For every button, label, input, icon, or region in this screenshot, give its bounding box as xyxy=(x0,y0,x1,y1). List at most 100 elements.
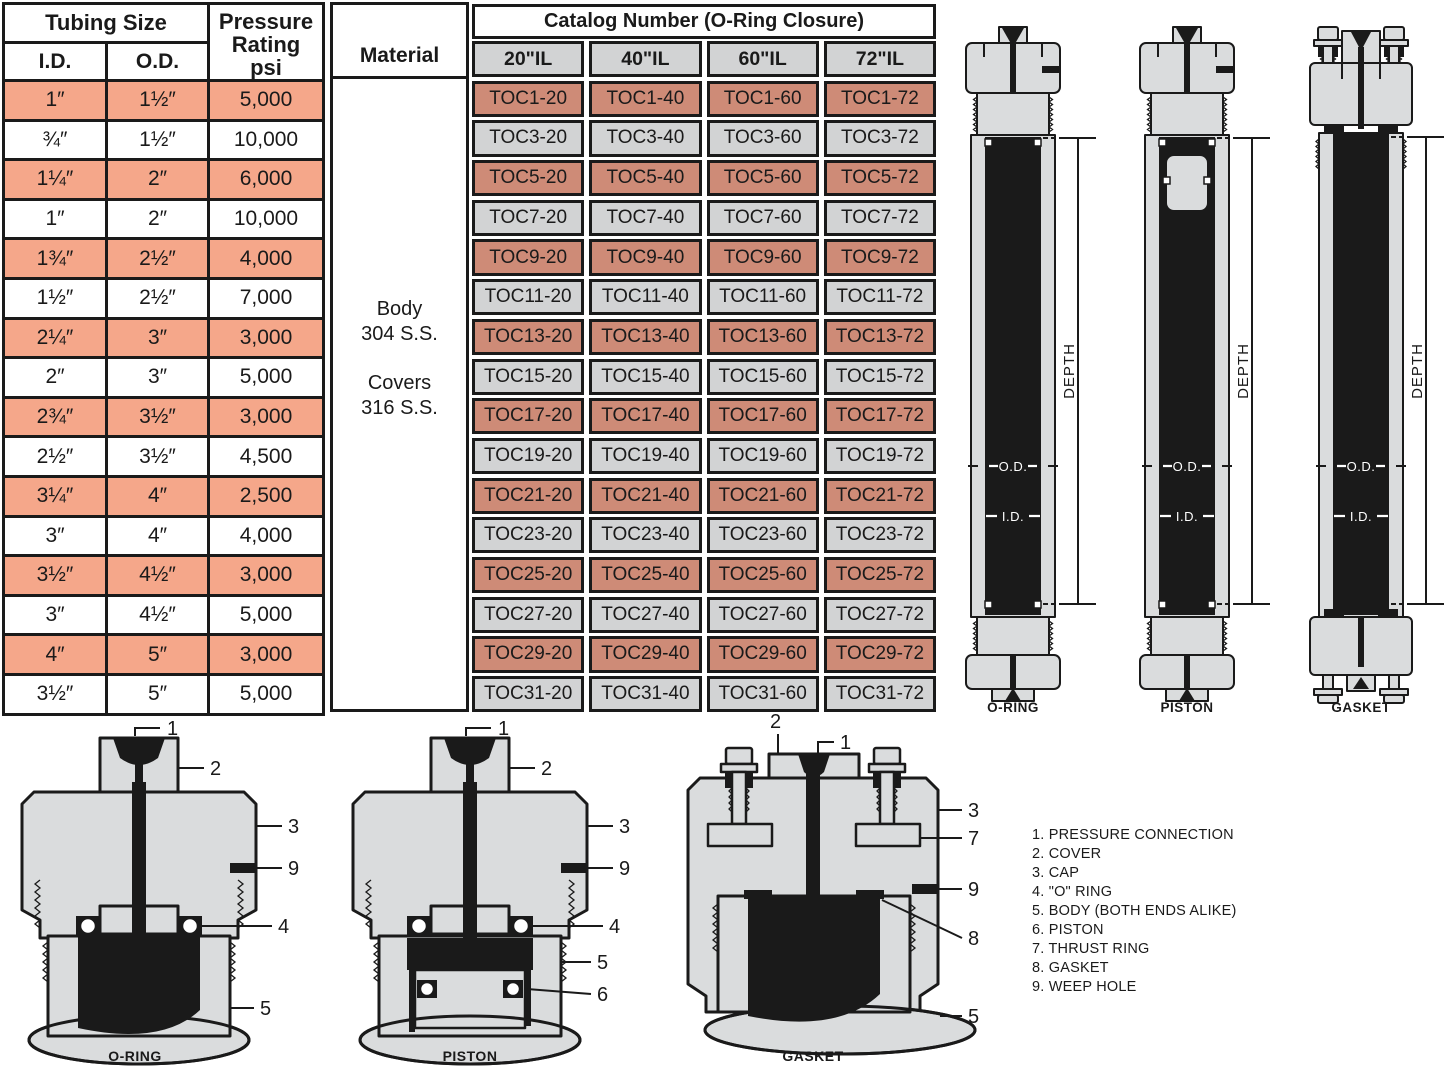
catalog-number-cell: TOC5-72 xyxy=(823,160,936,197)
oring-detail-diagram: 1 2 3 9 4 5 xyxy=(20,718,299,1066)
catalog-number-cell: TOC5-20 xyxy=(472,160,585,197)
catalog-number-cell: TOC23-72 xyxy=(823,517,936,554)
gauge-label-piston: PISTON xyxy=(1160,700,1214,715)
id-dimension-label: I.D. xyxy=(1176,509,1198,524)
tubing-od-cell: 4½″ xyxy=(105,593,210,637)
callout-5: 5 xyxy=(260,998,271,1020)
tubing-od-cell: 4″ xyxy=(105,514,210,558)
tubing-od-cell: 3″ xyxy=(105,356,210,399)
catalog-number-cell: TOC25-72 xyxy=(823,556,936,594)
id-dimension-label: I.D. xyxy=(1002,509,1024,524)
tubing-id-cell: 1″ xyxy=(2,197,108,241)
catalog-number-cell: TOC7-72 xyxy=(823,199,936,236)
catalog-number-cell: TOC15-20 xyxy=(472,358,585,395)
tubing-od-cell: 5″ xyxy=(105,672,210,716)
bolt-icon xyxy=(872,746,902,766)
thrust-ring-icon xyxy=(854,822,922,848)
callout-4: 4 xyxy=(278,916,289,938)
material-covers-text: Covers 316 S.S. xyxy=(361,372,438,419)
callout-5: 5 xyxy=(597,952,608,974)
catalog-number-cell: TOC31-20 xyxy=(472,676,585,713)
tubing-row: 2¾″3½″3,000 xyxy=(2,395,325,439)
piston-detail-diagram: 1 2 3 9 4 5 6 xyxy=(351,718,630,1066)
callout-2: 2 xyxy=(210,758,221,780)
catalog-number-cell: TOC1-20 xyxy=(472,80,585,117)
pressure-connection-icon xyxy=(798,754,830,777)
weep-hole-icon xyxy=(912,884,938,894)
callout-4: 4 xyxy=(609,916,620,938)
o-ring-icon xyxy=(409,916,429,936)
catalog-number-cell: TOC13-60 xyxy=(706,318,819,355)
tubing-id-cell: 1½″ xyxy=(2,276,108,320)
tubing-psi-cell: 3,000 xyxy=(207,316,325,360)
tubing-od-cell: 1½″ xyxy=(105,118,210,162)
legend-item: 2. COVER xyxy=(1032,846,1102,862)
callout-8: 8 xyxy=(968,928,979,950)
gauge-label-gasket: GASKET xyxy=(1331,700,1391,715)
detail-label-gasket: GASKET xyxy=(782,1048,844,1064)
catalog-number-cell: TOC9-60 xyxy=(706,239,819,276)
catalog-number-cell: TOC17-60 xyxy=(706,398,819,435)
tubing-id-cell: 2″ xyxy=(2,356,108,399)
catalog-number-cell: TOC13-72 xyxy=(823,318,936,355)
catalog-number-cell: TOC17-40 xyxy=(589,398,702,435)
piston-block-icon xyxy=(1165,154,1209,212)
tubing-psi-cell: 5,000 xyxy=(207,79,325,122)
legend-item: 8. GASKET xyxy=(1032,960,1109,976)
depth-dimension-label: DEPTH xyxy=(1061,343,1078,399)
pressure-connection-icon xyxy=(1002,28,1024,42)
legend-item: 6. PISTON xyxy=(1032,922,1104,938)
bolt-icon xyxy=(724,746,754,766)
catalog-number-cell: TOC15-72 xyxy=(823,358,936,395)
od-dimension-label: O.D. xyxy=(999,459,1028,474)
catalog-number-cell: TOC9-72 xyxy=(823,239,936,276)
tubing-row: 2½″3½″4,500 xyxy=(2,435,325,478)
catalog-number-cell: TOC23-60 xyxy=(706,517,819,554)
tubing-row: 2¼″3″3,000 xyxy=(2,316,325,360)
gasket-icon xyxy=(856,890,884,899)
tubing-row: 4″5″3,000 xyxy=(2,633,325,676)
material-body: Body 304 S.S. Covers 316 S.S. xyxy=(333,79,466,639)
gauge-label-oring: O-RING xyxy=(987,700,1039,715)
callout-5: 5 xyxy=(968,1006,979,1028)
tubing-od-cell: 5″ xyxy=(105,633,210,676)
depth-dimension-label: DEPTH xyxy=(1235,343,1252,399)
tubing-row: 1¼″2″6,000 xyxy=(2,158,325,201)
callout-1: 1 xyxy=(498,718,509,740)
catalog-number-cell: TOC27-20 xyxy=(472,596,585,633)
tubing-id-cell: 2¼″ xyxy=(2,316,108,360)
catalog-number-cell: TOC9-20 xyxy=(472,239,585,276)
pressure-rating-header: Pressure Rating psi xyxy=(207,2,325,82)
callout-6: 6 xyxy=(597,984,608,1006)
weep-hole-icon xyxy=(1216,66,1233,73)
o-ring-icon xyxy=(511,916,531,936)
catalog-number-cell: TOC21-72 xyxy=(823,477,936,514)
tubing-id-cell: 2¾″ xyxy=(2,395,108,439)
tubing-row: 3¼″4″2,500 xyxy=(2,474,325,518)
tubing-row: 3″4″4,000 xyxy=(2,514,325,558)
material-header: Material xyxy=(333,5,466,79)
gasket-icon xyxy=(1324,125,1344,133)
callout-2: 2 xyxy=(541,758,552,780)
catalog-number-cell: TOC25-20 xyxy=(472,556,585,594)
catalog-column-header: 20"IL xyxy=(472,41,585,78)
weep-hole-icon xyxy=(1042,66,1059,73)
tubing-od-cell: 1½″ xyxy=(105,79,210,122)
legend-item: 7. THRUST RING xyxy=(1032,941,1150,957)
pressure-connection-icon xyxy=(113,738,165,765)
o-ring-icon xyxy=(180,916,200,936)
tubing-id-cell: 1″ xyxy=(2,79,108,122)
tubing-id-cell: 2½″ xyxy=(2,435,108,478)
catalog-number-cell: TOC3-72 xyxy=(823,120,936,157)
tubing-id-cell: 3″ xyxy=(2,593,108,637)
catalog-number-cell: TOC25-60 xyxy=(706,556,819,594)
catalog-number-cell: TOC11-60 xyxy=(706,279,819,316)
o-ring-icon xyxy=(418,980,436,998)
tubing-od-cell: 3″ xyxy=(105,316,210,360)
catalog-number-cell: TOC1-72 xyxy=(823,80,936,117)
catalog-number-cell: TOC15-60 xyxy=(706,358,819,395)
catalog-number-cell: TOC29-40 xyxy=(589,636,702,673)
gasket-gauge-diagram: O.D. I.D. DEPTH xyxy=(1309,26,1444,704)
